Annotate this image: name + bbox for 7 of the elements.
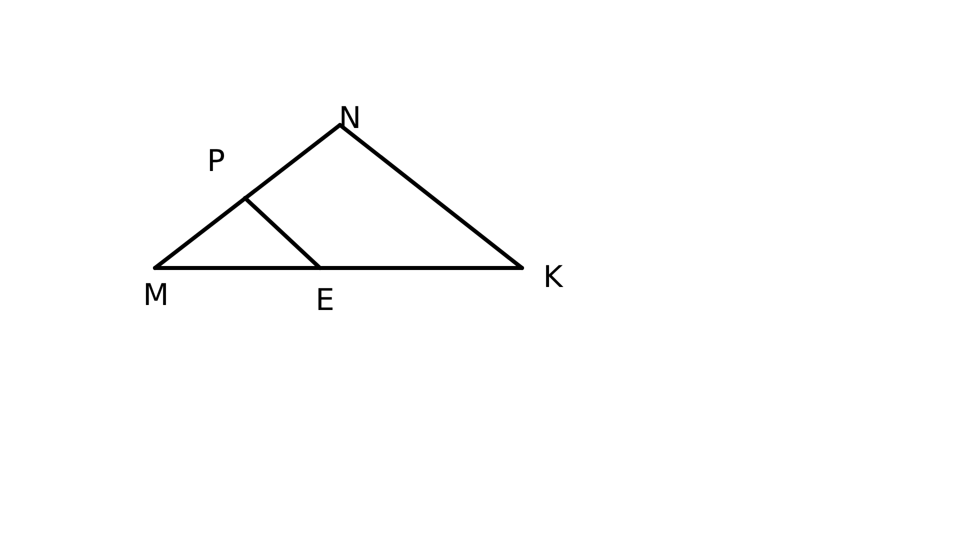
point-label: N	[338, 104, 362, 134]
line-segment	[153, 266, 524, 270]
line-segment	[243, 196, 322, 270]
point-label: K	[543, 263, 563, 293]
point-label: E	[316, 286, 334, 316]
point-label: M	[143, 281, 169, 311]
point-label: P	[206, 147, 226, 177]
